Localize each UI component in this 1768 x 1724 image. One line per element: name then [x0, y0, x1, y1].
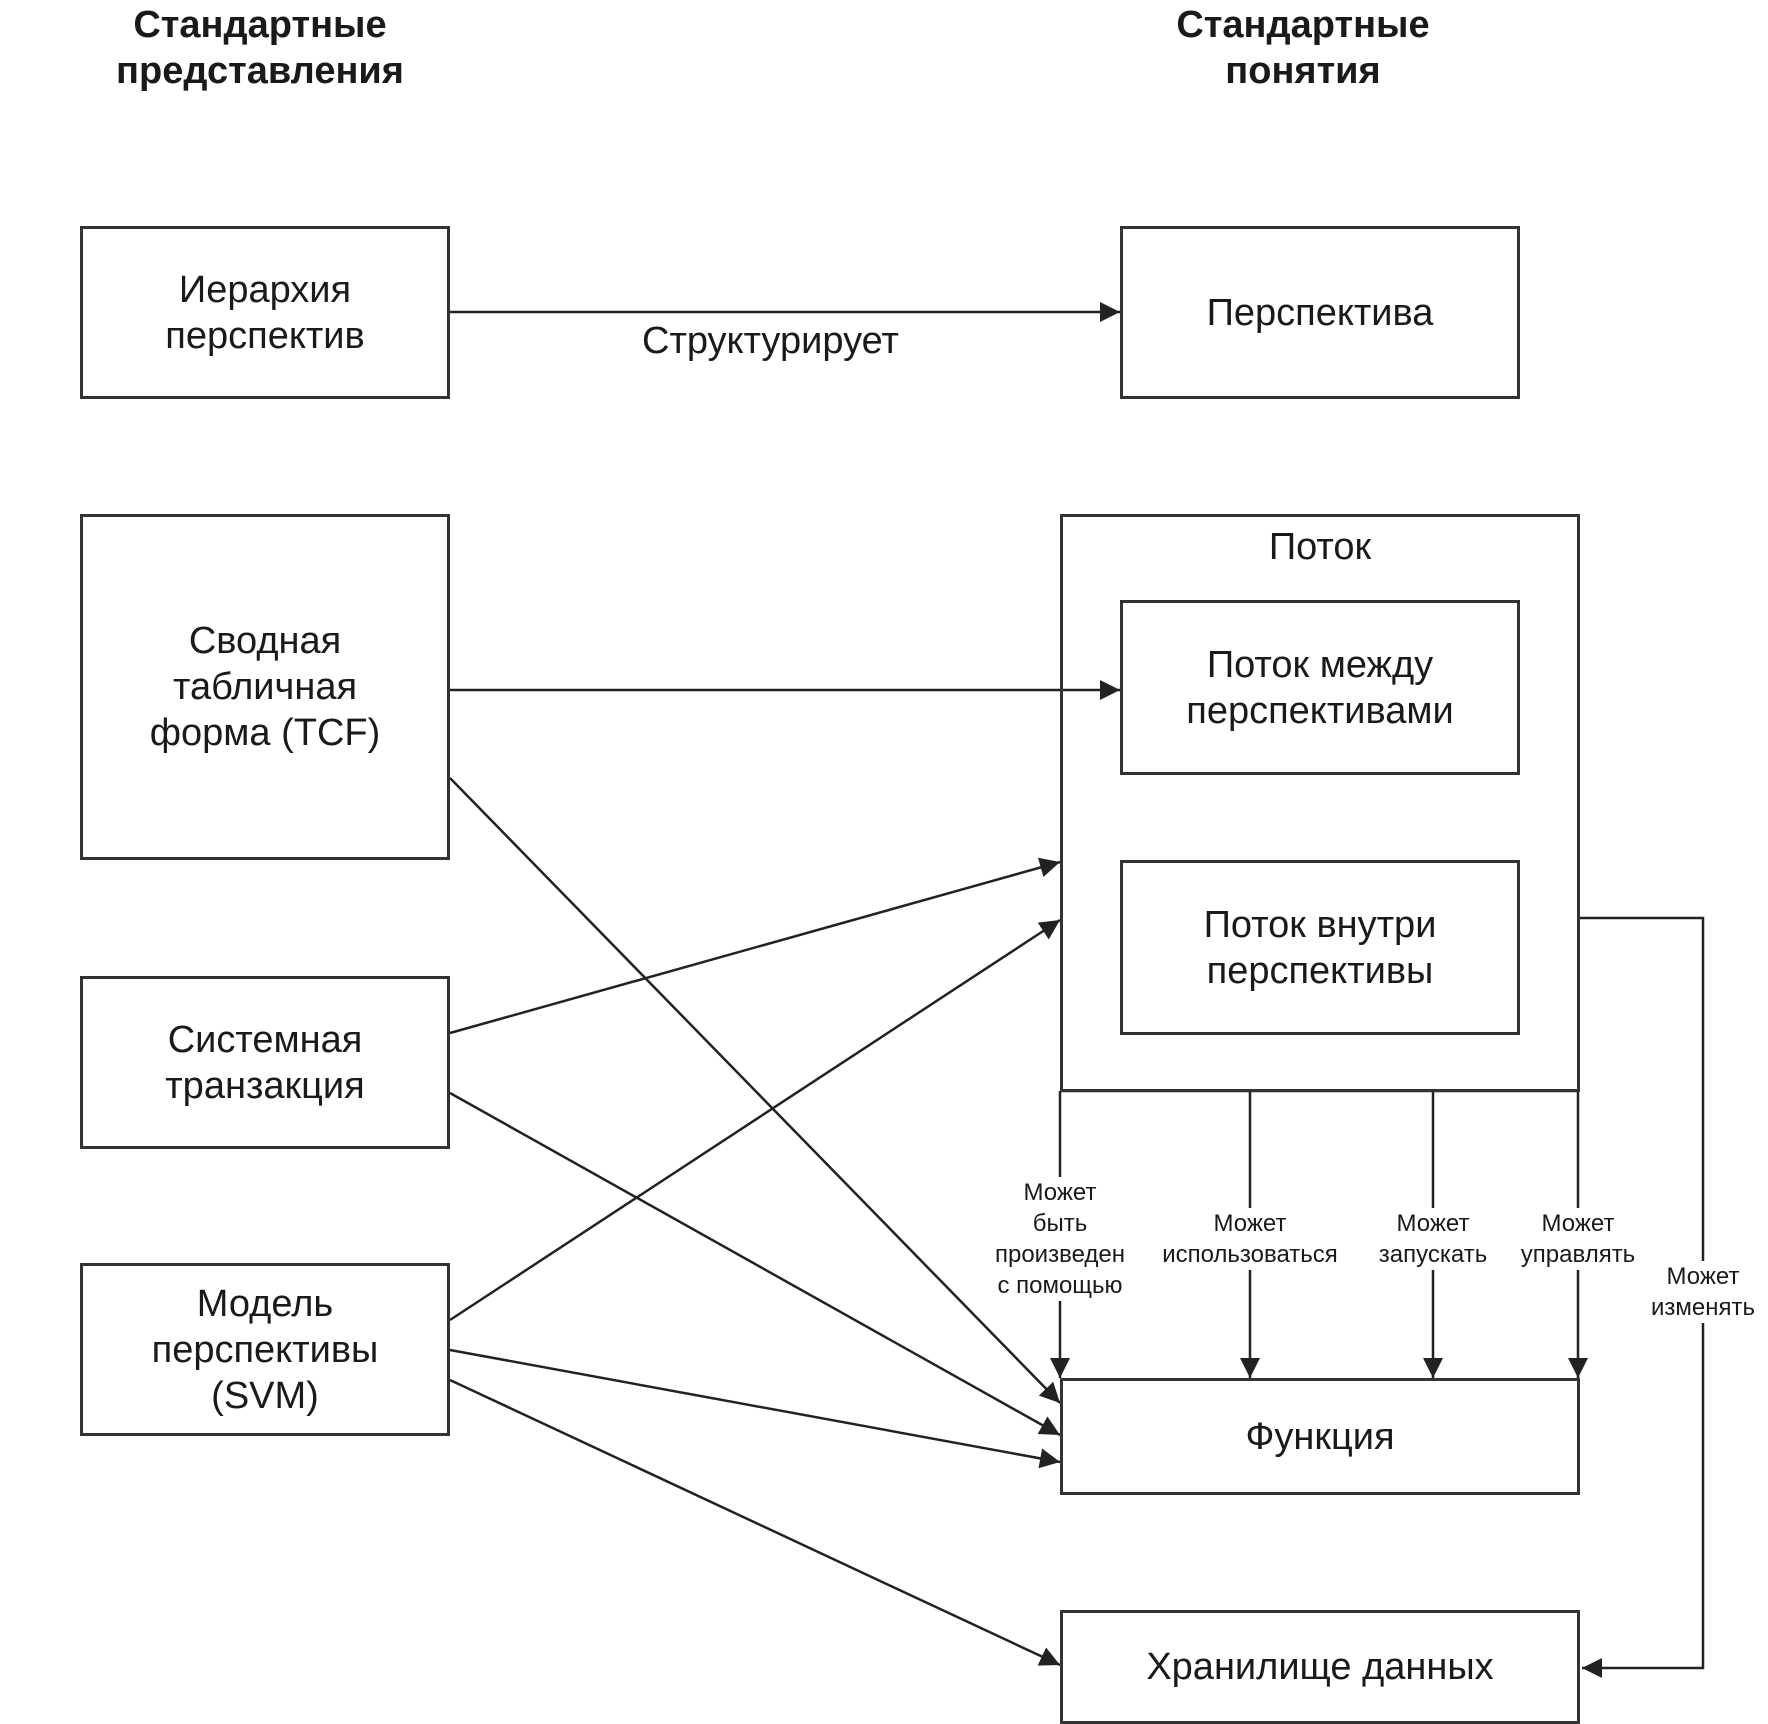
- box-flow: [1060, 514, 1580, 1092]
- box-perspective: Перспектива: [1120, 226, 1520, 399]
- right-column-header: Стандартные понятия: [1176, 4, 1430, 92]
- box-tcf: Сводная табличная форма (TCF): [80, 514, 450, 860]
- box-function: Функция: [1060, 1378, 1580, 1495]
- arrow-svm-datastore: [449, 1378, 1061, 1667]
- label-produced-by: Может быть произведен с помощью: [982, 1177, 1138, 1301]
- box-flow-within-perspective: Поток внутри перспективы: [1120, 860, 1520, 1035]
- box-system-transaction: Системная транзакция: [80, 976, 450, 1149]
- box-flow-between-perspectives: Поток между перспективами: [1120, 600, 1520, 775]
- flow-title: Поток: [1268, 526, 1372, 568]
- label-structures: Структурирует: [642, 320, 899, 362]
- label-launch: Может запускать: [1370, 1208, 1496, 1270]
- box-svm: Модель перспективы (SVM): [80, 1263, 450, 1436]
- arrow-transaction-function: [449, 1091, 1061, 1437]
- arrow-transaction-flow: [449, 857, 1061, 1035]
- label-change: Может изменять: [1642, 1261, 1764, 1323]
- arrow-svm-flow: [449, 918, 1061, 1322]
- arrow-svm-function: [449, 1348, 1061, 1469]
- left-column-header: Стандартные представления: [116, 4, 404, 92]
- arrow-tcf-function: [449, 777, 1061, 1404]
- box-perspective-hierarchy: Иерархия перспектив: [80, 226, 450, 399]
- box-data-store: Хранилище данных: [1060, 1610, 1580, 1724]
- label-used: Может использоваться: [1148, 1208, 1352, 1270]
- label-control: Может управлять: [1510, 1208, 1646, 1270]
